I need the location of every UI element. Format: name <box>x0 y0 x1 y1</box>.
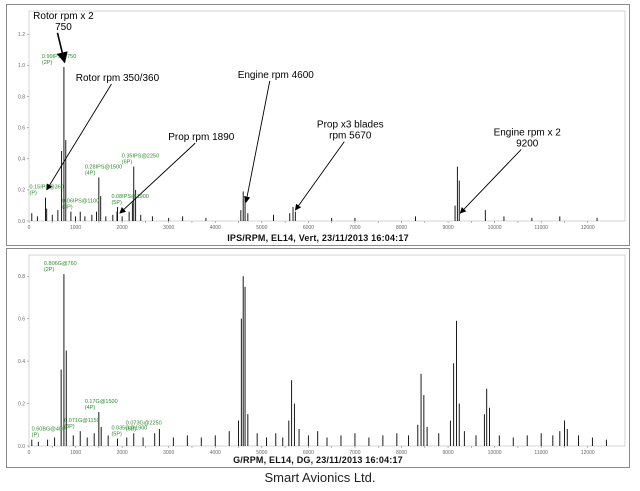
annotation-arrow <box>459 149 522 214</box>
peak-label: 0.35IPS@2250 <box>122 154 159 160</box>
x-tick-label: 3000 <box>163 450 174 456</box>
x-tick-label: 10000 <box>488 450 502 456</box>
x-tick-label: 2000 <box>117 225 128 231</box>
dg-vibration-chart: 0.0 0.2 0.4 0.6 0.8 0 1000 2000 3000 4000 5000 6000… <box>18 254 626 456</box>
peak-label: 0.806G@760 <box>44 261 77 267</box>
annotation-arrow <box>294 141 345 211</box>
annotation-label: 9200 <box>516 138 539 149</box>
peak-label: (4P) <box>85 405 96 411</box>
x-tick-label: 2000 <box>117 450 128 456</box>
peak-label: 0.035G@1900 <box>111 426 147 432</box>
peak-label: (3P) <box>64 424 75 430</box>
x-tick-label: 3000 <box>163 225 174 231</box>
peak-label: (2P) <box>42 60 53 66</box>
peak-label: (2P) <box>44 267 55 273</box>
y-tick-label: 0.8 <box>18 94 25 100</box>
plot-frame <box>28 10 626 222</box>
annotation-label: 750 <box>55 22 72 33</box>
x-tick-label: 4000 <box>210 450 221 456</box>
peak-label: 0.073G@2250 <box>126 420 162 426</box>
peak-label: (6P) <box>126 426 137 432</box>
x-tick-label: 5000 <box>256 450 267 456</box>
y-tick-label: 0.0 <box>18 219 25 225</box>
x-tick-label: 12000 <box>581 225 595 231</box>
x-tick-label: 8000 <box>396 225 407 231</box>
vertical-vibration-chart: 0.0 0.2 0.4 0.6 0.8 1.0 1.2 0 1000 2000 3000 4000 50… <box>18 10 626 231</box>
y-tick-label: 0.2 <box>18 188 25 194</box>
annotation-arrow <box>243 80 271 203</box>
chart-caption-top: IPS/RPM, EL14, Vert, 23/11/2013 16:04:17 <box>227 233 409 243</box>
y-tick-label: 0.0 <box>18 444 25 450</box>
y-tick-label: 1.2 <box>18 32 25 38</box>
annotation-arrow <box>56 32 68 64</box>
y-tick-label: 1.0 <box>18 63 25 69</box>
peak-label: (4P) <box>85 170 96 176</box>
y-tick-label: 0.2 <box>18 401 25 407</box>
x-tick-label: 7000 <box>349 450 360 456</box>
peak-label: (3P) <box>62 205 73 211</box>
annotation-arrow <box>119 142 196 214</box>
peak-label: (5P) <box>111 200 122 206</box>
x-tick-label: 5000 <box>256 225 267 231</box>
x-tick-label: 1000 <box>70 225 81 231</box>
chart-caption-bottom: G/RPM, EL14, DG, 23/11/2013 16:04:17 <box>233 455 403 465</box>
plot-frame <box>28 254 626 447</box>
annotation-label: Engine rpm 4600 <box>238 70 315 81</box>
peak-label: 0.28IPS@1500 <box>85 164 122 170</box>
y-tick-label: 0.4 <box>18 359 25 365</box>
x-tick-label: 6000 <box>303 225 314 231</box>
x-tick-label: 9000 <box>443 225 454 231</box>
dg-vibration-chart-panel: 0.0 0.2 0.4 0.6 0.8 0 1000 2000 3000 4000 5000 6000… <box>6 248 630 468</box>
x-tick-label: 11000 <box>534 225 548 231</box>
peak-label: (P) <box>32 433 40 439</box>
annotation-label: Prop rpm 1890 <box>168 132 235 143</box>
y-tick-label: 0.6 <box>18 125 25 131</box>
x-tick-label: 6000 <box>303 450 314 456</box>
x-tick-label: 9000 <box>443 450 454 456</box>
x-tick-label: 8000 <box>396 450 407 456</box>
peak-label: 0.071G@1150 <box>64 418 99 424</box>
annotation-label: Rotor rpm 350/360 <box>76 73 160 84</box>
peak-label: 0.60BG@400 <box>32 427 65 433</box>
vertical-vibration-chart-panel: 0.0 0.2 0.4 0.6 0.8 1.0 1.2 0 1000 2000 3000 4000 50… <box>6 4 630 246</box>
y-tick-label: 0.4 <box>18 157 25 163</box>
x-tick-label: 11000 <box>534 450 548 456</box>
peak-label: 0.08IPS@1900 <box>111 194 148 200</box>
peak-label: (6P) <box>122 160 133 166</box>
annotation-label: Prop x3 blades <box>317 120 384 131</box>
y-tick-label: 0.6 <box>18 316 25 322</box>
x-tick-label: 10000 <box>488 225 502 231</box>
x-tick-label: 7000 <box>349 225 360 231</box>
peak-label: (5P) <box>111 432 122 438</box>
company-footer: Smart Avionics Ltd. <box>264 470 376 485</box>
x-tick-label: 4000 <box>210 225 221 231</box>
annotation-label: Engine rpm x 2 <box>494 127 562 138</box>
peak-label: 0.06IPS@1100 <box>62 199 99 205</box>
peak-label: (P) <box>30 191 37 197</box>
x-tick-label: 0 <box>28 225 31 231</box>
annotation-label: rpm 5670 <box>329 131 372 142</box>
annotation-label: Rotor rpm x 2 <box>33 11 94 22</box>
x-tick-label: 1000 <box>70 450 81 456</box>
peak-label: 0.17G@1500 <box>85 399 118 405</box>
x-tick-label: 12000 <box>581 450 595 456</box>
x-tick-label: 0 <box>28 450 31 456</box>
y-tick-label: 0.8 <box>18 274 25 280</box>
annotation-arrow <box>46 83 112 191</box>
